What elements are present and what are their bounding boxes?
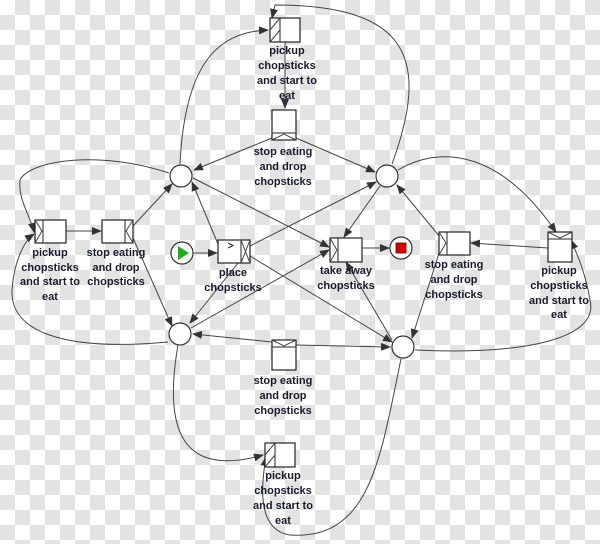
place-bottom-right[interactable]	[391, 335, 415, 359]
edge	[191, 181, 219, 245]
edge	[414, 239, 592, 352]
label-line: chopsticks	[254, 405, 311, 417]
transition-top-pickup[interactable]	[269, 17, 301, 43]
stop-icon	[395, 242, 407, 254]
label-line: and start to	[529, 295, 589, 307]
label-line: and drop	[92, 262, 139, 274]
label-line: chopsticks	[87, 276, 144, 288]
edge	[270, 4, 410, 165]
transition-bottom-stop[interactable]	[271, 339, 297, 371]
transition-right-stop[interactable]	[438, 231, 471, 256]
edge	[19, 159, 170, 233]
label-line: and drop	[259, 390, 306, 402]
place-top-left[interactable]	[169, 164, 193, 188]
label-line: chopsticks	[258, 60, 315, 72]
label-line: eat	[279, 90, 295, 102]
label-bottom-pickup: pickup chopsticks and start to eat	[253, 470, 313, 527]
edge	[132, 237, 173, 327]
place-top-right[interactable]	[375, 164, 399, 188]
label-line: stop eating	[254, 146, 313, 158]
transition-left-pickup[interactable]	[34, 219, 67, 244]
transition-take-away[interactable]	[329, 237, 363, 263]
edge	[295, 137, 376, 173]
label-line: stop eating	[254, 375, 313, 387]
edge	[193, 137, 273, 171]
label-line: chopsticks	[21, 262, 78, 274]
place-bottom-left[interactable]	[168, 322, 192, 346]
transition-place-chopsticks[interactable]	[217, 239, 251, 264]
edge	[343, 185, 381, 238]
play-icon	[178, 246, 189, 260]
end-node[interactable]	[389, 236, 413, 260]
label-line: place	[219, 267, 247, 279]
edge	[249, 255, 393, 343]
label-right-pickup: pickup chopsticks and start to eat	[529, 265, 589, 321]
label-line: and start to	[253, 500, 313, 512]
label-line: and drop	[259, 161, 306, 173]
edges	[11, 4, 592, 536]
label-line: eat	[551, 309, 567, 321]
label-line: chopsticks	[317, 280, 374, 292]
label-line: chopsticks	[425, 289, 482, 301]
label-line: pickup	[265, 470, 301, 482]
edge	[192, 177, 330, 248]
label-line: chopsticks	[254, 485, 311, 497]
label-line: chopsticks	[530, 280, 587, 292]
edge	[410, 249, 441, 339]
label-line: chopsticks	[254, 176, 311, 188]
label-bottom-stop: stop eating and drop chopsticks	[254, 375, 313, 417]
label-top-stop: stop eating and drop chopsticks	[254, 146, 313, 188]
edge	[172, 344, 264, 462]
edge	[470, 239, 549, 249]
label-line: take away	[320, 265, 373, 277]
edge	[179, 26, 269, 165]
label-left-pickup: pickup chopsticks and start to eat	[20, 247, 80, 303]
edge	[345, 261, 393, 341]
transition-right-pickup[interactable]	[547, 231, 573, 263]
label-right-stop: stop eating and drop chopsticks	[425, 259, 484, 301]
label-line: and drop	[430, 274, 477, 286]
start-node[interactable]	[170, 241, 194, 265]
label-line: stop eating	[425, 259, 484, 271]
edge	[132, 183, 173, 227]
label-line: pickup	[269, 45, 305, 57]
edge	[249, 181, 377, 247]
transition-top-stop[interactable]	[271, 109, 297, 141]
label-line: and start to	[257, 75, 317, 87]
edge	[260, 358, 402, 536]
edge	[189, 262, 239, 324]
edge	[192, 330, 273, 343]
edge	[397, 156, 557, 233]
label-line: pickup	[32, 247, 68, 259]
edge	[11, 233, 169, 345]
label-line: eat	[42, 291, 58, 303]
label-line: stop eating	[87, 247, 146, 259]
transition-bottom-pickup[interactable]	[264, 442, 296, 468]
edge	[396, 184, 441, 238]
label-place-chopsticks: place chopsticks	[204, 267, 261, 294]
transition-left-stop[interactable]	[101, 219, 134, 244]
label-left-stop: stop eating and drop chopsticks	[87, 247, 146, 288]
edge	[190, 249, 330, 329]
label-line: eat	[275, 515, 291, 527]
label-top-pickup: pickup chopsticks and start to eat	[257, 45, 317, 102]
label-line: chopsticks	[204, 282, 261, 294]
label-line: pickup	[541, 265, 577, 277]
label-take-away: take away chopsticks	[317, 265, 374, 292]
edge	[295, 342, 391, 351]
label-line: and start to	[20, 276, 80, 288]
